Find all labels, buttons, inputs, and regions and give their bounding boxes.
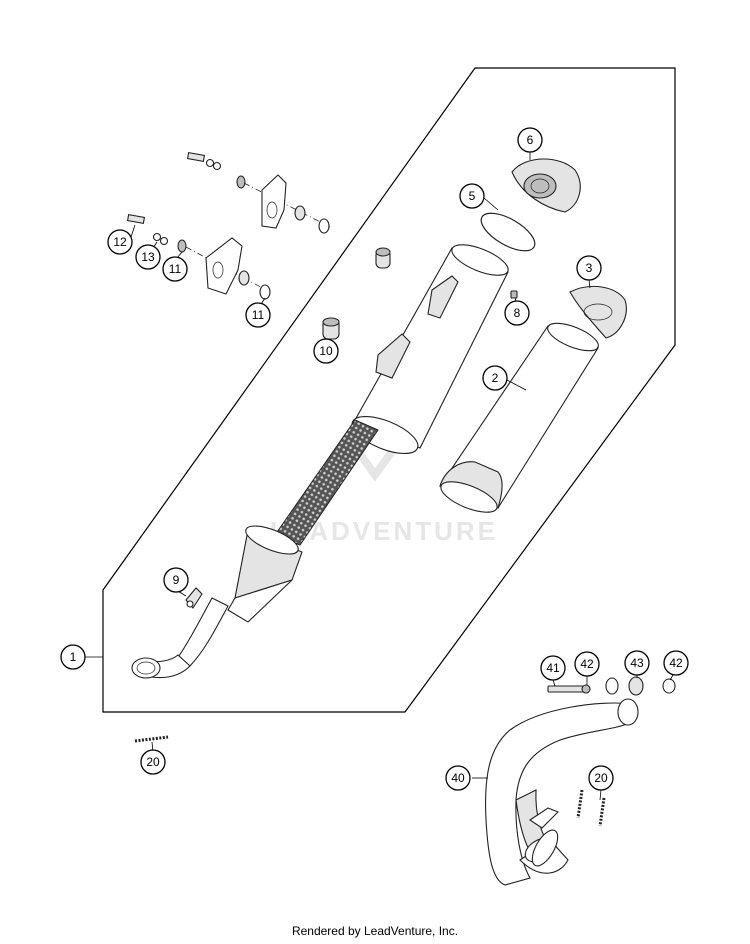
svg-text:9: 9 — [173, 573, 180, 587]
svg-text:43: 43 — [630, 656, 644, 670]
bracket-lower — [126, 214, 271, 300]
footer-credit: Rendered by LeadVenture, Inc. — [291, 924, 459, 938]
grommet-upper — [375, 247, 391, 269]
callout-5: 5 — [459, 183, 485, 209]
callout-3: 3 — [576, 255, 602, 281]
grommet-10 — [322, 317, 340, 340]
header-pipe-1 — [131, 597, 229, 679]
muffler-sleeve-2 — [439, 322, 599, 513]
muffler-cone — [227, 525, 303, 623]
spring-20-left — [134, 735, 169, 743]
clip-9 — [185, 587, 203, 609]
svg-text:3: 3 — [586, 261, 593, 275]
spring-20-right — [576, 789, 606, 827]
callout-6: 6 — [517, 127, 543, 153]
svg-text:10: 10 — [319, 344, 333, 358]
callout-10: 10 — [313, 338, 339, 364]
callout-41: 41 — [540, 655, 566, 681]
svg-text:11: 11 — [252, 308, 265, 322]
screw-8 — [510, 290, 518, 299]
callout-13: 13 — [135, 244, 161, 270]
callout-9: 9 — [163, 567, 189, 593]
flange-hardware — [547, 676, 676, 696]
svg-text:42: 42 — [669, 656, 683, 670]
callout-40: 40 — [445, 765, 471, 791]
svg-text:13: 13 — [141, 250, 155, 264]
callout-1: 1 — [60, 644, 86, 670]
callout-20-right: 20 — [588, 765, 614, 791]
svg-text:42: 42 — [580, 657, 594, 671]
callout-2: 2 — [482, 365, 508, 391]
bracket-upper — [186, 152, 331, 234]
svg-text:2: 2 — [492, 371, 499, 385]
callout-11-upper: 11 — [162, 256, 188, 282]
assembly-frame — [102, 67, 676, 713]
callout-42-right: 42 — [663, 650, 689, 676]
svg-text:20: 20 — [594, 771, 608, 785]
end-cap-3 — [569, 285, 627, 339]
svg-text:41: 41 — [546, 661, 560, 675]
callout-43: 43 — [624, 650, 650, 676]
perforated-core — [274, 419, 379, 546]
callout-11-lower: 11 — [245, 302, 271, 328]
end-cap-6 — [511, 158, 581, 213]
svg-text:8: 8 — [514, 306, 521, 320]
callout-42-left: 42 — [574, 651, 600, 677]
callout-8: 8 — [504, 300, 530, 326]
svg-text:40: 40 — [451, 771, 465, 785]
svg-text:1: 1 — [70, 650, 77, 664]
svg-text:6: 6 — [527, 133, 534, 147]
svg-text:20: 20 — [146, 755, 160, 769]
callout-20-left: 20 — [140, 749, 166, 775]
svg-text:5: 5 — [469, 189, 476, 203]
header-pipe-40 — [485, 698, 639, 886]
o-ring-5 — [480, 212, 536, 252]
svg-text:12: 12 — [113, 235, 127, 249]
svg-text:11: 11 — [169, 262, 182, 276]
callout-12: 12 — [107, 229, 133, 255]
